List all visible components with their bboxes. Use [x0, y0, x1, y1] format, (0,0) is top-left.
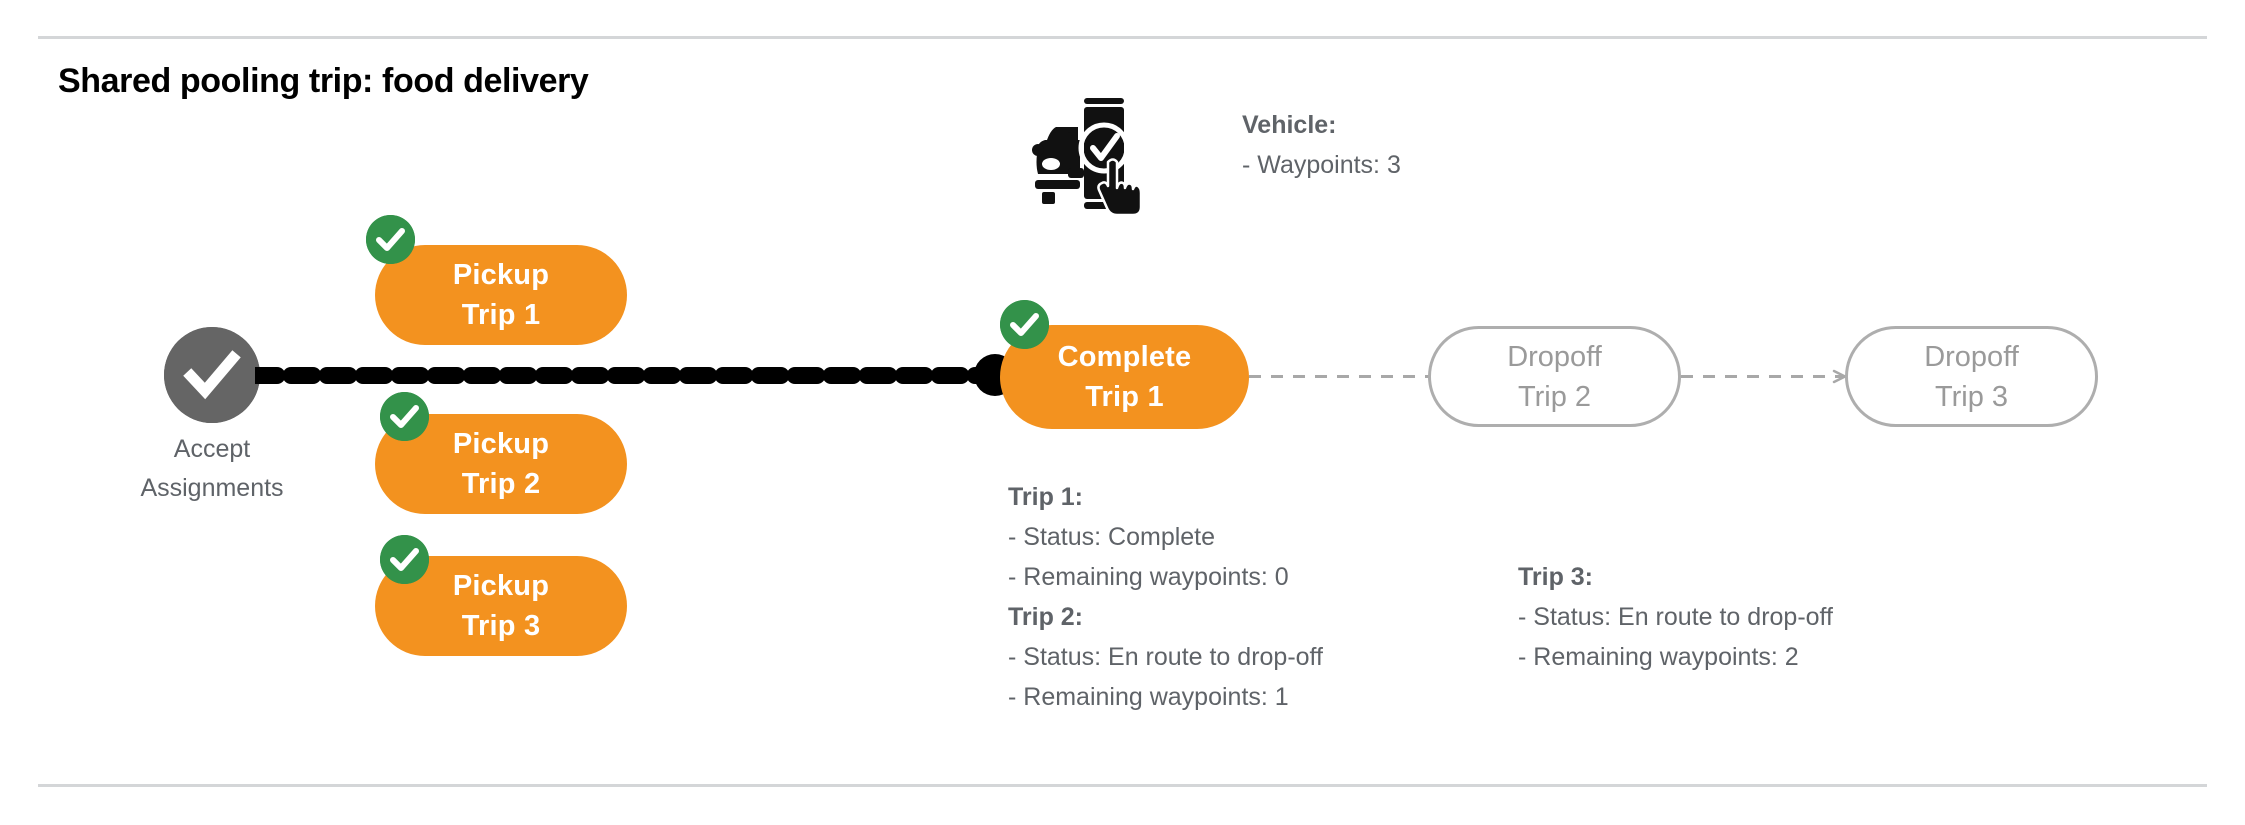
- trip-1-2-info-block: Trip 1: - Status: Complete - Remaining w…: [1008, 477, 1323, 717]
- vehicle-heading: Vehicle:: [1242, 111, 1337, 139]
- pickup-3-line2: Trip 3: [461, 610, 541, 642]
- trip-2-heading: Trip 2:: [1008, 603, 1084, 631]
- node-dropoff-trip-3[interactable]: Dropoff Trip 3: [1845, 326, 2098, 427]
- accept-assignments-label: Accept Assignments: [112, 430, 312, 508]
- check-circle-icon: [164, 327, 260, 423]
- connector-complete-to-dropoff-2: [1249, 375, 1429, 378]
- divider-bottom: [38, 784, 2207, 787]
- accept-assignments-node[interactable]: Accept Assignments: [140, 327, 284, 502]
- car-phone-check-icon: [1032, 88, 1143, 218]
- node-pickup-trip-1[interactable]: Pickup Trip 1: [375, 245, 627, 345]
- trip-3-status: - Status: En route to drop-off: [1518, 603, 1833, 631]
- trip-3-heading: Trip 3:: [1518, 563, 1594, 591]
- node-dropoff-trip-2[interactable]: Dropoff Trip 2: [1428, 326, 1681, 427]
- dash-line-segment: [1681, 375, 1846, 378]
- dropoff-2-line2: Trip 2: [1517, 380, 1592, 413]
- trip-3-info-block: Trip 3: - Status: En route to drop-off -…: [1518, 557, 1833, 677]
- vehicle-info-block: Vehicle: - Waypoints: 3: [1242, 105, 1401, 185]
- check-badge-icon-pickup-3: [380, 535, 429, 584]
- trip-1-waypoints: - Remaining waypoints: 0: [1008, 563, 1289, 591]
- complete-line1: Complete: [1057, 341, 1192, 373]
- pickup-2-line1: Pickup: [452, 428, 550, 460]
- node-pickup-trip-3[interactable]: Pickup Trip 3: [375, 556, 627, 656]
- accept-label-line2: Assignments: [140, 474, 284, 502]
- check-badge-icon-complete-1: [1000, 300, 1049, 349]
- trip-3-waypoints: - Remaining waypoints: 2: [1518, 643, 1799, 671]
- page-title: Shared pooling trip: food delivery: [58, 62, 589, 100]
- check-badge-icon-pickup-2: [380, 392, 429, 441]
- connector-accept-to-complete: [246, 367, 1004, 384]
- accept-label-line1: Accept: [173, 435, 251, 463]
- node-complete-trip-1[interactable]: Complete Trip 1: [1000, 325, 1249, 429]
- trip-1-heading: Trip 1:: [1008, 483, 1084, 511]
- pickup-3-line1: Pickup: [452, 570, 550, 602]
- connector-dropoff-2-to-dropoff-3: [1681, 369, 1847, 384]
- pickup-2-line2: Trip 2: [461, 468, 541, 500]
- dropoff-2-line1: Dropoff: [1507, 340, 1602, 373]
- pickup-1-line2: Trip 1: [461, 299, 541, 331]
- dropoff-3-line1: Dropoff: [1924, 340, 2019, 373]
- complete-line2: Trip 1: [1085, 381, 1164, 413]
- dropoff-3-line2: Trip 3: [1934, 380, 2009, 413]
- trip-2-status: - Status: En route to drop-off: [1008, 643, 1323, 671]
- trip-2-waypoints: - Remaining waypoints: 1: [1008, 683, 1289, 711]
- pickup-1-line1: Pickup: [452, 259, 550, 291]
- check-badge-icon-pickup-1: [366, 215, 415, 264]
- divider-top: [38, 36, 2207, 39]
- dash-line-segment: [1249, 375, 1429, 378]
- vehicle-waypoints: - Waypoints: 3: [1242, 151, 1401, 179]
- trip-1-status: - Status: Complete: [1008, 523, 1216, 551]
